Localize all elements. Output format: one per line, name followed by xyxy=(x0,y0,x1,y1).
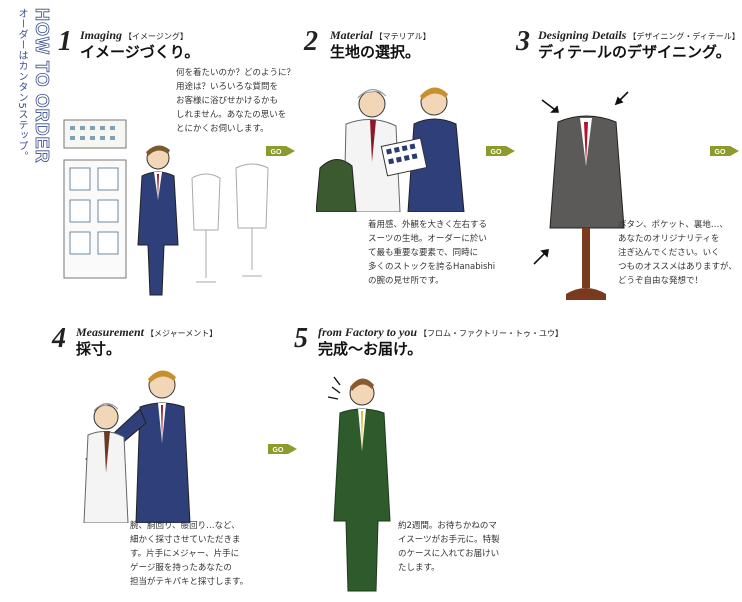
step-1-description: 何を着たいのか？どのように？ 用途は？いろいろな質問を お客様に浴びせかけるかも… xyxy=(176,68,296,134)
step-3-description: ボタン、ポケット、裏地…、 あなたのオリジナリティを 注ぎ込んでください。いく … xyxy=(618,220,737,286)
step-5-illustration xyxy=(327,376,391,592)
svg-text:GO: GO xyxy=(271,149,282,156)
how-to-order-heading: HOW TO ORDER xyxy=(32,8,53,164)
step-1-english-title: Imaging【イメージング】 xyxy=(80,28,188,42)
step-3-japanese-title: ディテールのデザイニング。 xyxy=(538,43,731,61)
go-arrow-4-icon: GO xyxy=(268,444,297,454)
step-2-number: 2 xyxy=(304,26,318,57)
step-4-number: 4 xyxy=(52,323,66,354)
step-5-japanese-title: 完成～お届け。 xyxy=(318,340,423,358)
step-1-number: 1 xyxy=(58,26,72,57)
step-2: 2 Material【マテリアル】 生地の選択。 着用感、外観を大きく左右する … xyxy=(304,28,514,298)
step-4-english-title: Measurement【メジャーメント】 xyxy=(76,325,218,339)
step-4-description: 腕、胴回り、腰回り…など、 細かく採寸させていただきま す。片手にメジャー、片手… xyxy=(130,521,249,587)
svg-text:GO: GO xyxy=(491,149,502,156)
step-2-japanese-title: 生地の選択。 xyxy=(330,43,421,61)
svg-text:GO: GO xyxy=(715,149,726,156)
step-2-description: 着用感、外観を大きく左右する スーツの生地。オーダーに於い て最も重要な要素で、… xyxy=(368,220,496,286)
step-3-english-title: Designing Details【デザイニング・ディテール】 xyxy=(538,28,740,42)
go-arrow-3-icon: GO xyxy=(710,146,739,156)
step-1-illustration xyxy=(63,119,269,296)
step-4-japanese-title: 採寸。 xyxy=(76,340,122,358)
go-arrow-2-icon: GO xyxy=(486,146,515,156)
step-2-illustration xyxy=(316,87,465,212)
step-3: 3 Designing Details【デザイニング・ディテール】 ディテールの… xyxy=(516,26,740,318)
step-4: 4 Measurement【メジャーメント】 採寸。 腕、胴回り、腰回り…など、… xyxy=(52,325,282,597)
step-1-japanese-title: イメージづくり。 xyxy=(80,43,200,61)
step-5-english-title: from Factory to you【フロム・ファクトリー・トゥ・ユウ】 xyxy=(318,325,563,339)
step-4-illustration xyxy=(83,370,191,523)
step-5-description: 約2週間。お待ちかねのマ イスーツがお手元に。特製 のケースに入れてお届けい た… xyxy=(398,521,500,573)
how-to-order-title: HOW TO ORDER オーダーはカンタン5ステップ。 xyxy=(8,8,52,348)
step-5-number: 5 xyxy=(294,323,308,354)
step-3-number: 3 xyxy=(516,26,530,57)
svg-text:GO: GO xyxy=(273,447,284,454)
step-2-english-title: Material【マテリアル】 xyxy=(330,28,431,42)
go-arrow-1-icon: GO xyxy=(266,146,295,156)
step-1: 1 Imaging【イメージング】 イメージづくり。 何を着たいのか？どのように… xyxy=(58,28,298,298)
how-to-order-subtitle: オーダーはカンタン5ステップ。 xyxy=(16,8,27,162)
step-5: 5 from Factory to you【フロム・ファクトリー・トゥ・ユウ】 … xyxy=(294,323,563,597)
step-3-illustration xyxy=(533,91,629,300)
